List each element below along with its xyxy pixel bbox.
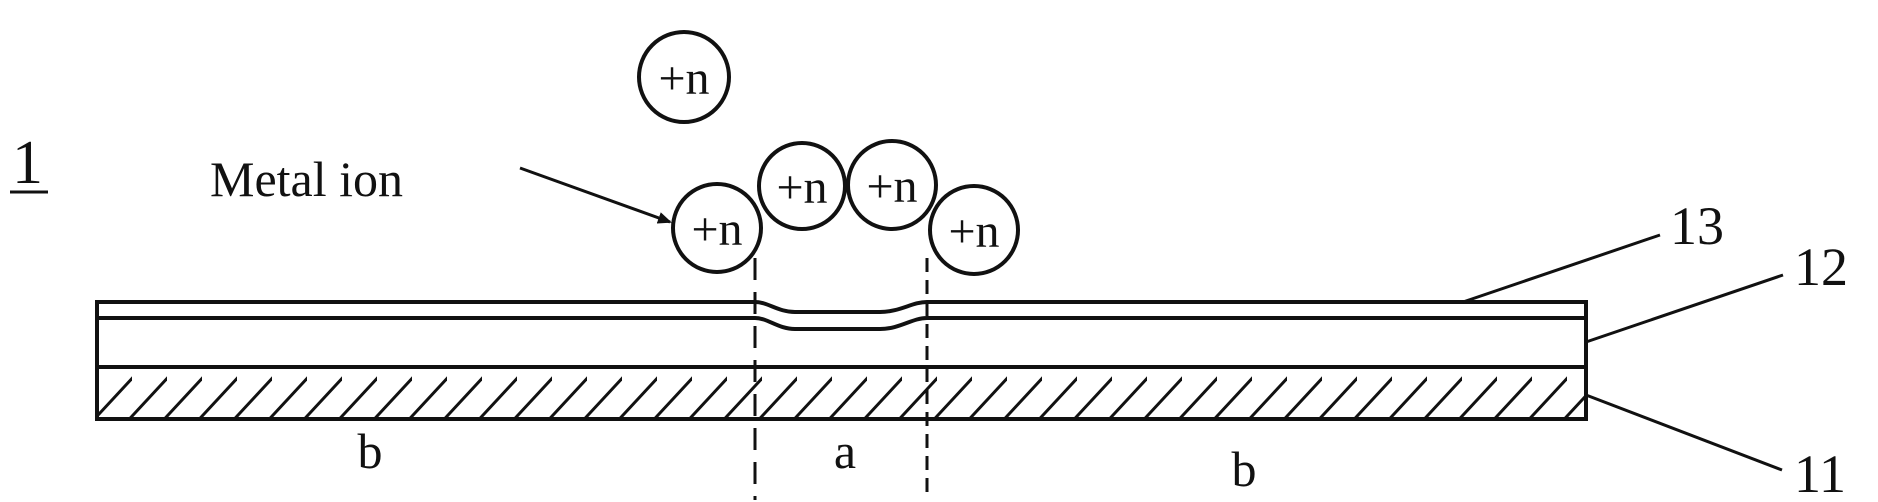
ion-circle-icon <box>671 182 763 274</box>
ion-symbol: +n <box>691 203 742 256</box>
ion-circle-icon <box>637 30 731 124</box>
ion-1: +n <box>671 182 763 274</box>
region-label-a: a <box>834 423 856 479</box>
ion-symbol: +n <box>776 161 827 214</box>
ion-free: +n <box>637 30 731 124</box>
ion-4: +n <box>928 184 1020 276</box>
ref-label-13: 13 <box>1670 196 1724 256</box>
leader-line-11 <box>1585 393 1783 472</box>
figure-number-text: 1 <box>12 129 43 197</box>
leader-line-13 <box>1462 233 1661 304</box>
figure-number: 1 <box>10 129 48 197</box>
layer-12-top-boundary <box>97 316 1586 331</box>
layer-stack <box>95 300 1588 421</box>
metal-ion-label: Metal ion <box>210 151 403 207</box>
ref-label-12: 12 <box>1794 237 1848 297</box>
ion-circle-icon <box>846 139 938 231</box>
region-label-b-right: b <box>1232 441 1257 497</box>
substrate-layer-11 <box>95 365 1588 421</box>
ion-symbol: +n <box>658 52 709 105</box>
ion-circle-icon <box>928 184 1020 276</box>
leader-line-12 <box>1585 273 1784 344</box>
ref-label-11: 11 <box>1794 444 1846 502</box>
ion-symbol: +n <box>948 205 999 258</box>
ion-circle-icon <box>757 141 847 231</box>
ion-3: +n <box>846 139 938 231</box>
metal-ion-arrow <box>519 166 672 224</box>
layer-13-top-boundary <box>95 300 1588 367</box>
ion-symbol: +n <box>866 160 917 213</box>
ion-2: +n <box>757 141 847 231</box>
region-label-b-left: b <box>358 423 383 479</box>
